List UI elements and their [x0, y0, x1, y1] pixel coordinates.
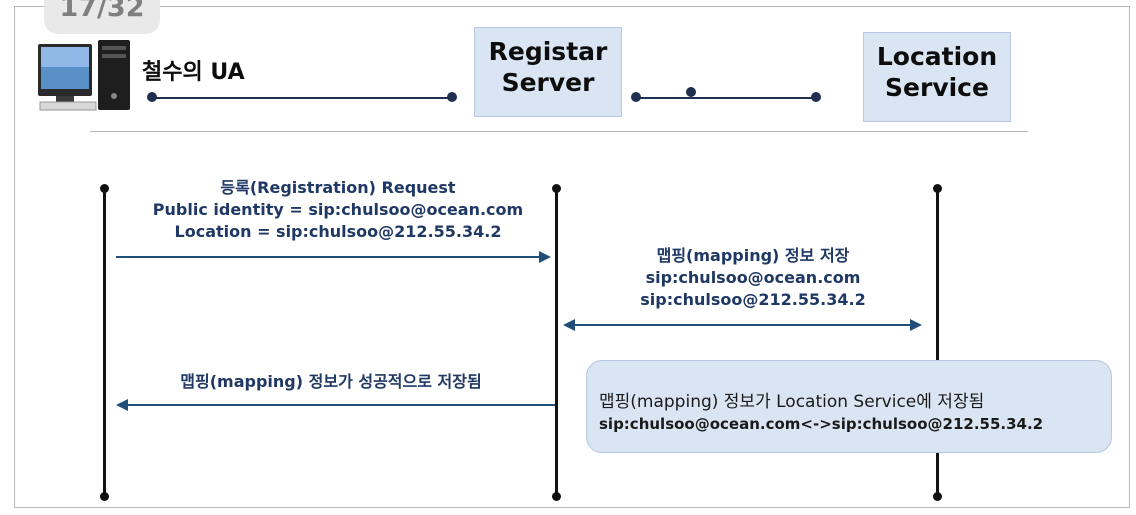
registrar-server-box: Registar Server	[474, 27, 622, 117]
register-line-1: 등록(Registration) Request	[220, 178, 456, 197]
mapping-line-2: sip:chulsoo@ocean.com	[645, 268, 861, 287]
registrar-lifeline-top-dot	[552, 184, 561, 193]
mapping-line-1: 맵핑(mapping) 정보 저장	[656, 246, 850, 265]
location-service-box: Location Service	[863, 32, 1011, 122]
server-link-dot-mid	[686, 87, 696, 97]
slide-frame	[14, 6, 1130, 508]
ua-label: 철수의 UA	[142, 60, 245, 85]
location-line-1: Location	[876, 42, 998, 71]
ua-lifeline	[103, 188, 106, 496]
register-arrow-head	[539, 251, 551, 263]
mapping-line-3: sip:chulsoo@212.55.34.2	[640, 290, 866, 309]
ua-lifeline-top-dot	[100, 184, 109, 193]
callout-box: 맵핑(mapping) 정보가 Location Service에 저장됨 si…	[586, 360, 1112, 453]
location-lifeline-bottom-dot	[933, 492, 942, 501]
server-link-dot-right	[811, 92, 821, 102]
mapping-arrow-head-left	[563, 319, 575, 331]
success-arrow-head	[116, 399, 128, 411]
mapping-store-text: 맵핑(mapping) 정보 저장 sip:chulsoo@ocean.com …	[600, 245, 906, 311]
server-link-line	[636, 97, 818, 99]
ua-lifeline-bottom-dot	[100, 492, 109, 501]
ua-link-dot-left	[147, 92, 157, 102]
register-request-text: 등록(Registration) Request Public identity…	[108, 177, 568, 243]
callout-line-2: sip:chulsoo@ocean.com<->sip:chulsoo@212.…	[599, 415, 1044, 433]
registrar-lifeline	[555, 188, 558, 496]
registrar-line-2: Server	[501, 68, 595, 97]
location-lifeline-top-dot	[933, 184, 942, 193]
mapping-success-text: 맵핑(mapping) 정보가 성공적으로 저장됨	[180, 372, 482, 391]
mapping-arrow-head-right	[910, 319, 922, 331]
ua-link-dot-right	[447, 92, 457, 102]
page-counter: 17/32	[44, 0, 160, 34]
location-line-2: Service	[885, 73, 989, 102]
registrar-line-1: Registar	[488, 37, 608, 66]
ua-link-line	[152, 97, 454, 99]
location-lifeline	[936, 188, 939, 496]
register-line-2: Public identity = sip:chulsoo@ocean.com	[152, 200, 524, 219]
server-link-dot-left	[631, 92, 641, 102]
header-divider	[90, 131, 1028, 132]
callout-line-1: 맵핑(mapping) 정보가 Location Service에 저장됨	[599, 392, 985, 412]
register-line-3: Location = sip:chulsoo@212.55.34.2	[174, 222, 502, 241]
registrar-lifeline-bottom-dot	[552, 492, 561, 501]
desktop-computer-icon	[38, 40, 130, 111]
